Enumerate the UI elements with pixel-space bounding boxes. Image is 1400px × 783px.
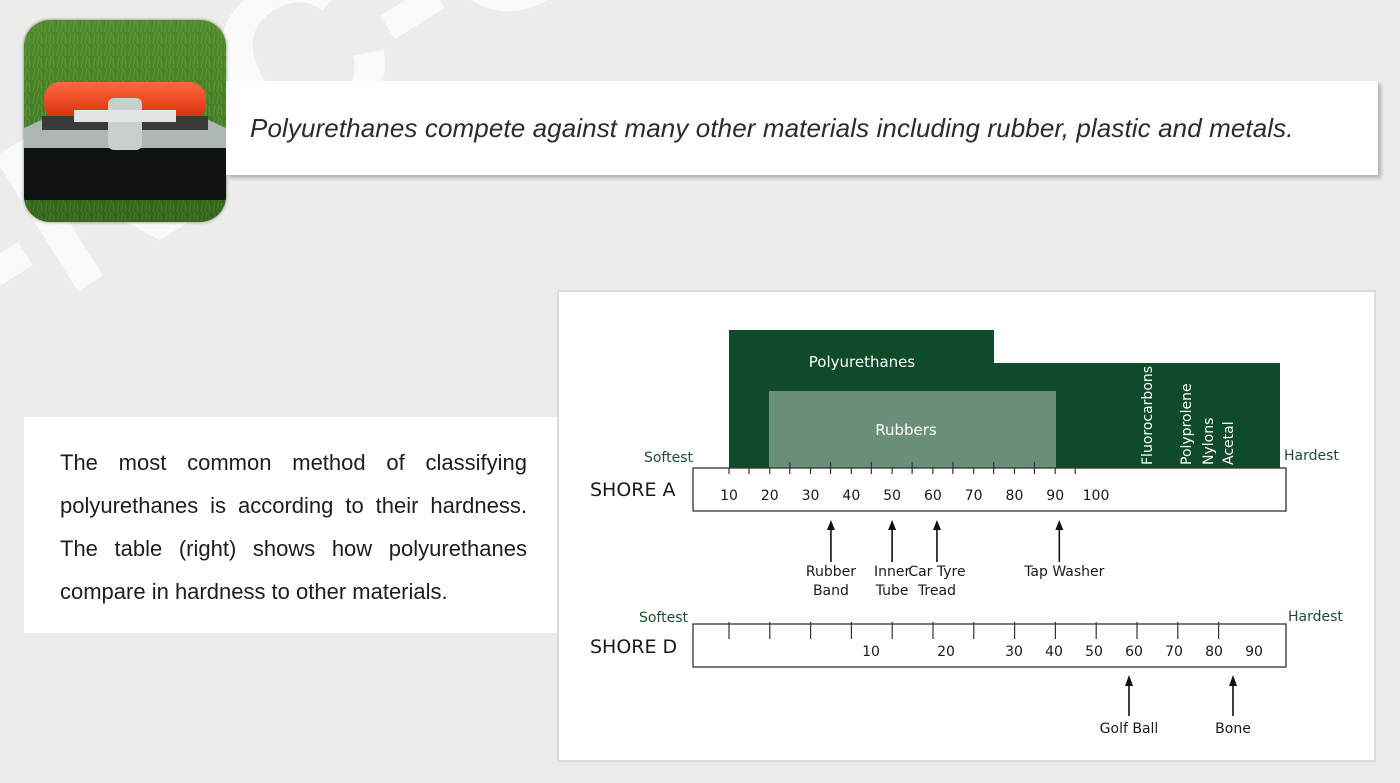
shore-a-marker-label: Band <box>813 583 849 599</box>
shore-a-ticks: 10 20 30 40 50 60 70 80 90 100 <box>720 462 1109 504</box>
shore-d-ticks: 10 20 30 40 50 60 70 80 90 <box>728 622 1263 660</box>
shore-a-marker-label: Rubber <box>806 564 856 580</box>
shore-d-markers: Golf Ball Bone <box>1100 675 1251 737</box>
headline-text: Polyurethanes compete against many other… <box>250 112 1294 143</box>
shore-a-marker-label: Tube <box>875 583 909 599</box>
nylons-label: Nylons <box>1201 418 1217 465</box>
shore-d-tick-label: 90 <box>1245 644 1263 660</box>
shore-a-tick-label: 100 <box>1083 488 1110 504</box>
shore-d-marker-label: Bone <box>1215 721 1251 737</box>
shore-d-tick-label: 20 <box>937 644 955 660</box>
headline-banner: Polyurethanes compete against many other… <box>226 81 1378 175</box>
shore-a-tick-label: 40 <box>842 488 860 504</box>
fluorocarbons-label: Fluorocarbons <box>1140 366 1156 465</box>
shore-a-marker-arrowhead <box>888 520 897 530</box>
hardness-diagram-svg: Polyurethanes Rubbers Fluorocarbons Poly… <box>590 330 1343 737</box>
shore-a-tick-label: 30 <box>802 488 820 504</box>
shore-d-marker-arrowhead <box>1229 675 1237 686</box>
shore-a-marker-label: Tread <box>917 583 956 599</box>
shore-d-tick-label: 40 <box>1045 644 1063 660</box>
shore-a-marker-label: Car Tyre <box>908 564 965 580</box>
shore-a-label: SHORE A <box>590 479 676 501</box>
shore-a-marker-label: Inner <box>874 564 910 580</box>
shore-a-tick-label: 80 <box>1006 488 1024 504</box>
product-photo <box>24 20 226 222</box>
rubbers-block <box>769 391 1056 468</box>
shore-a-marker-arrowhead <box>1055 520 1064 530</box>
shore-a-softest-label: Softest <box>644 450 694 466</box>
shore-d-tick-label: 60 <box>1125 644 1143 660</box>
shore-d-tick-label: 80 <box>1205 644 1223 660</box>
shore-a-marker-arrowhead <box>932 520 941 530</box>
shore-a-marker-arrowhead <box>826 520 835 530</box>
shore-d-marker-arrowhead <box>1125 675 1133 686</box>
shore-d-marker-label: Golf Ball <box>1100 721 1159 737</box>
shore-d-scale-bar <box>692 623 1287 668</box>
rubbers-label: Rubbers <box>875 421 937 439</box>
shore-a-scale-bar <box>692 467 1287 512</box>
shore-d-tick-label: 70 <box>1165 644 1183 660</box>
description-text: The most common method of classifying po… <box>60 450 527 604</box>
shore-a-tick-label: 10 <box>720 488 738 504</box>
shore-a-tick-label: 20 <box>761 488 779 504</box>
shore-d-label: SHORE D <box>590 636 677 658</box>
shore-a-tick-label: 60 <box>924 488 942 504</box>
product-photo-image <box>24 20 226 222</box>
polyprolene-label: Polyprolene <box>1179 383 1195 465</box>
shore-d-softest-label: Softest <box>639 610 689 626</box>
shore-a-tick-label: 50 <box>883 488 901 504</box>
shore-a-tick-label: 90 <box>1046 488 1064 504</box>
shore-a-tick-label: 70 <box>965 488 983 504</box>
shore-d-tick-label: 10 <box>862 644 880 660</box>
acetal-label: Acetal <box>1221 421 1237 465</box>
shore-a-hardest-label: Hardest <box>1284 448 1339 464</box>
hardness-diagram: Polyurethanes Rubbers Fluorocarbons Poly… <box>557 290 1376 762</box>
shore-d-tick-label: 30 <box>1005 644 1023 660</box>
description-box: The most common method of classifying po… <box>24 417 557 633</box>
shore-d-tick-label: 50 <box>1085 644 1103 660</box>
shore-a-marker-label: Tap Washer <box>1023 564 1104 580</box>
polyurethanes-label: Polyurethanes <box>809 353 916 371</box>
shore-d-hardest-label: Hardest <box>1288 609 1343 625</box>
